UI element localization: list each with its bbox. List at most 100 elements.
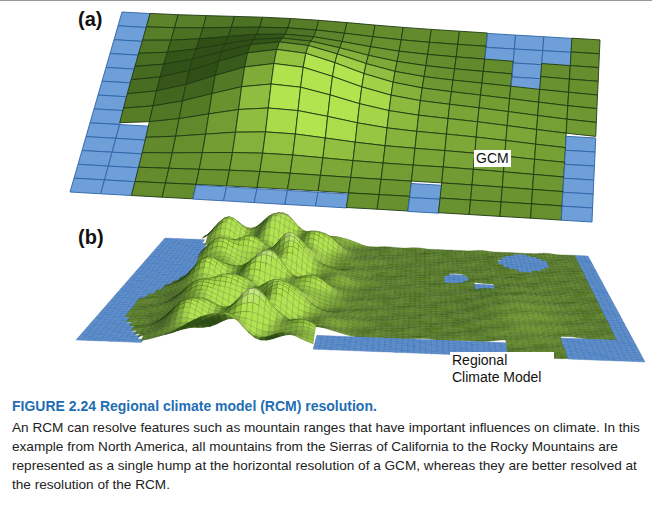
- land-cell: [402, 267, 407, 269]
- land-cell: [495, 268, 500, 270]
- land-cell: [402, 264, 407, 266]
- land-cell: [413, 148, 445, 167]
- land-cell: [389, 252, 394, 255]
- land-cell: [369, 265, 374, 268]
- ocean-cell: [565, 136, 595, 152]
- land-cell: [544, 276, 549, 278]
- land-cell: [532, 283, 537, 285]
- land-cell: [263, 132, 296, 155]
- land-cell: [540, 255, 545, 257]
- land-cell: [392, 274, 397, 276]
- land-cell: [570, 52, 599, 68]
- land-cell: [488, 280, 493, 282]
- land-cell: [498, 264, 503, 266]
- land-cell: [379, 179, 411, 196]
- land-cell: [199, 153, 232, 171]
- land-cell: [361, 254, 366, 256]
- land-cell: [421, 250, 426, 252]
- land-cell: [442, 167, 474, 185]
- land-cell: [166, 168, 200, 184]
- land-cell: [439, 198, 471, 214]
- ocean-cell: [410, 184, 442, 200]
- land-cell: [361, 256, 366, 258]
- land-cell: [487, 255, 492, 257]
- ocean-cell: [78, 151, 112, 167]
- land-cell: [478, 253, 483, 255]
- land-cell: [202, 132, 235, 152]
- land-cell: [489, 260, 494, 262]
- land-cell: [416, 256, 421, 258]
- land-cell: [377, 271, 382, 273]
- land-cell: [417, 115, 448, 134]
- land-cell: [452, 253, 457, 255]
- land-cell: [454, 272, 459, 274]
- land-cell: [416, 278, 421, 280]
- land-cell: [425, 249, 429, 251]
- land-cell: [340, 261, 345, 264]
- land-cell: [388, 258, 393, 260]
- land-cell: [434, 266, 439, 268]
- land-cell: [260, 17, 291, 28]
- land-cell: [471, 267, 476, 269]
- land-cell: [227, 170, 260, 187]
- land-cell: [443, 151, 475, 170]
- land-cell: [518, 253, 523, 255]
- land-cell: [397, 262, 402, 264]
- land-cell: [380, 250, 385, 252]
- land-cell: [548, 274, 553, 276]
- land-cell: [493, 262, 498, 264]
- land-cell: [203, 16, 235, 28]
- ocean-cell: [74, 164, 108, 180]
- land-cell: [425, 255, 430, 257]
- land-cell: [175, 15, 207, 28]
- land-cell: [341, 258, 346, 261]
- land-cell: [469, 251, 474, 253]
- land-cell: [547, 263, 552, 265]
- land-cell: [368, 267, 373, 269]
- land-cell: [143, 27, 175, 40]
- land-cell: [483, 255, 488, 257]
- land-cell: [387, 275, 392, 277]
- land-cell: [501, 187, 532, 204]
- land-cell: [369, 262, 374, 265]
- land-cell: [385, 247, 390, 248]
- land-cell: [372, 275, 377, 277]
- land-cell: [412, 248, 417, 250]
- land-cell: [349, 264, 354, 267]
- land-cell: [393, 258, 398, 260]
- land-cell: [526, 280, 531, 282]
- land-cell: [471, 185, 503, 202]
- land-cell: [531, 204, 563, 220]
- land-cell: [485, 266, 490, 268]
- ocean-cell: [527, 269, 532, 271]
- land-cell: [430, 265, 435, 267]
- land-cell: [131, 182, 165, 198]
- ocean-cell: [110, 40, 143, 56]
- land-cell: [469, 200, 501, 216]
- ocean-cell: [486, 33, 515, 49]
- ocean-cell: [102, 67, 135, 83]
- land-cell: [268, 84, 300, 111]
- land-cell: [365, 257, 370, 258]
- land-cell: [478, 279, 483, 280]
- land-cell: [171, 28, 203, 41]
- ocean-cell: [316, 192, 349, 208]
- land-cell: [522, 283, 527, 285]
- land-cell: [309, 239, 314, 244]
- land-cell: [443, 253, 448, 255]
- land-cell: [430, 29, 460, 44]
- land-cell: [457, 259, 462, 261]
- ocean-cell: [513, 49, 543, 65]
- ocean-cell: [543, 37, 572, 53]
- land-cell: [478, 250, 483, 252]
- land-cell: [421, 259, 426, 261]
- land-cell: [548, 276, 553, 278]
- land-cell: [473, 250, 478, 252]
- land-cell: [520, 275, 525, 276]
- land-cell: [393, 259, 398, 261]
- land-cell: [411, 165, 443, 183]
- land-cell: [439, 266, 444, 268]
- land-cell: [398, 258, 403, 260]
- ocean-cell: [82, 137, 116, 153]
- land-cell: [540, 253, 545, 255]
